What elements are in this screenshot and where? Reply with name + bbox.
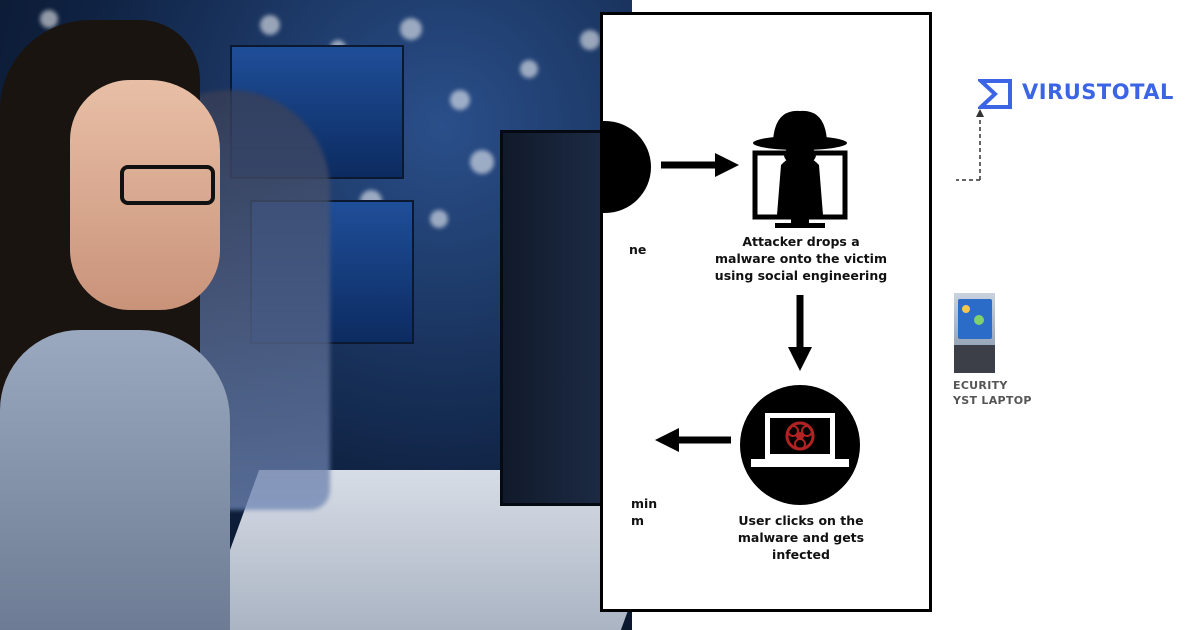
hero-photo: [0, 0, 632, 630]
clipped-caption-line: m: [631, 513, 645, 528]
clipped-caption-top: ne: [629, 242, 647, 257]
biohazard-laptop-icon: [740, 385, 860, 505]
clipped-node-icon: [603, 121, 651, 213]
arrow-down-icon: [788, 295, 812, 371]
arrow-left-icon: [655, 428, 731, 452]
clipped-caption-line: min: [631, 496, 658, 511]
arrow-right-icon: [661, 153, 739, 177]
virustotal-logo-icon: [978, 79, 1012, 109]
dashed-connector: [956, 109, 984, 181]
analyst-laptop-image: [954, 293, 995, 373]
attacker-hat-icon: [752, 110, 848, 228]
attacker-caption: Attacker drops a malware onto the victim…: [703, 233, 899, 284]
clipped-caption-bottom: min m: [631, 495, 657, 529]
laptop-label-line1: ECURITY: [953, 379, 1008, 392]
attacker-caption-line: malware onto the victim: [715, 251, 887, 266]
attacker-caption-line: Attacker drops a: [742, 234, 860, 249]
infected-caption-line: infected: [772, 547, 830, 562]
virustotal-brand: VIRUSTOTAL: [1022, 80, 1174, 104]
infected-caption-line: malware and gets: [737, 530, 865, 545]
diagram-canvas: [603, 110, 860, 505]
attacker-caption-line: using social engineering: [714, 268, 888, 283]
laptop-label-line2: YST LAPTOP: [953, 394, 1032, 407]
attack-flow-diagram: ne Attacker drops a malware onto the vic…: [600, 12, 932, 612]
infected-caption-line: User clicks on the: [738, 513, 864, 528]
infected-caption: User clicks on the malware and gets infe…: [703, 512, 899, 563]
